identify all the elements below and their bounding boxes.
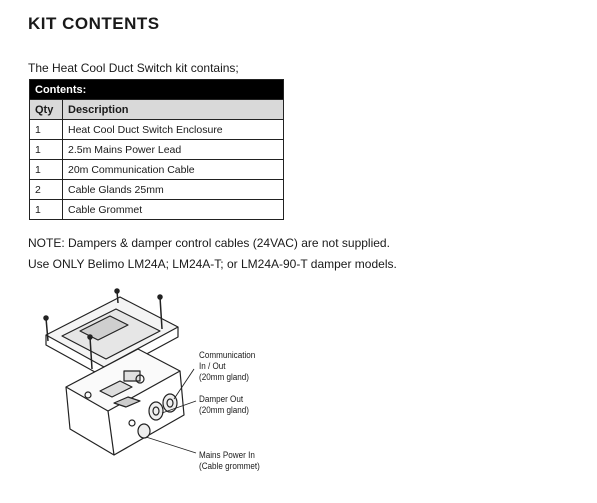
row-description: Heat Cool Duct Switch Enclosure (62, 119, 284, 140)
callout-communication: Communication In / Out (20mm gland) (199, 350, 255, 383)
cable-glands (128, 393, 178, 439)
table-header-row: Qty Description (29, 99, 284, 120)
table-row: 1 2.5m Mains Power Lead (29, 139, 284, 160)
callout-communication-line-2: In / Out (199, 361, 226, 371)
callout-damper-line-2: (20mm gland) (199, 405, 249, 415)
table-banner: Contents: (29, 79, 284, 100)
note-dampers: NOTE: Dampers & damper control cables (2… (28, 236, 390, 250)
row-qty: 1 (29, 119, 63, 140)
intro-text: The Heat Cool Duct Switch kit contains; (28, 61, 239, 75)
callout-mains: Mains Power In (Cable grommet) (199, 450, 260, 472)
page-title: KIT CONTENTS (28, 14, 160, 33)
callout-damper-line-1: Damper Out (199, 394, 244, 404)
table-row: 1 Heat Cool Duct Switch Enclosure (29, 119, 284, 140)
note-belimo-models: Use ONLY Belimo LM24A; LM24A-T; or LM24A… (28, 257, 397, 271)
table-row: 1 20m Communication Cable (29, 159, 284, 180)
row-qty: 1 (29, 139, 63, 160)
callout-mains-line-1: Mains Power In (199, 450, 255, 460)
column-header-description: Description (62, 99, 284, 120)
row-qty: 2 (29, 179, 63, 200)
lid-screws (43, 288, 163, 370)
row-qty: 1 (29, 159, 63, 180)
row-qty: 1 (29, 199, 63, 220)
enclosure-base (65, 348, 185, 456)
table-row: 2 Cable Glands 25mm (29, 179, 284, 200)
row-description: 2.5m Mains Power Lead (62, 139, 284, 160)
enclosure-lid (45, 296, 179, 378)
callout-damper: Damper Out (20mm gland) (199, 394, 249, 416)
enclosure-illustration (43, 288, 197, 456)
row-description: Cable Glands 25mm (62, 179, 284, 200)
table-row: 1 Cable Grommet (29, 199, 284, 220)
callout-communication-line-1: Communication (199, 350, 256, 360)
callout-lines (145, 368, 197, 454)
row-description: Cable Grommet (62, 199, 284, 220)
contents-table: Contents: Qty Description 1 Heat Cool Du… (29, 79, 284, 220)
column-header-qty: Qty (29, 99, 63, 120)
callout-mains-line-2: (Cable grommet) (199, 461, 260, 471)
row-description: 20m Communication Cable (62, 159, 284, 180)
callout-communication-line-3: (20mm gland) (199, 372, 249, 382)
